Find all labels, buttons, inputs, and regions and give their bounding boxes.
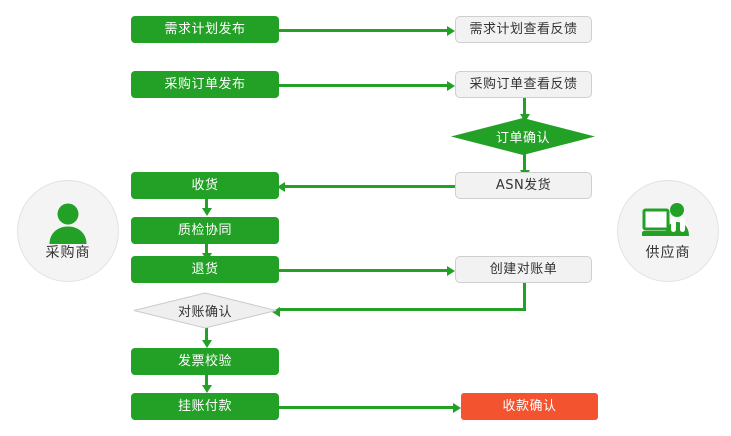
connector-payable-to-payment bbox=[277, 406, 455, 409]
connector-feedback-to-order-confirm bbox=[523, 98, 526, 116]
node-return-goods[interactable]: 退货 bbox=[131, 256, 279, 283]
actor-buyer[interactable]: 采购商 bbox=[17, 180, 119, 282]
connector-demand-plan bbox=[277, 29, 449, 32]
node-demand-plan-publish[interactable]: 需求计划发布 bbox=[131, 16, 279, 43]
node-label: 订单确认 bbox=[495, 131, 550, 146]
person-icon bbox=[49, 203, 87, 244]
arrowhead-payable bbox=[201, 385, 212, 393]
node-label: 创建对账单 bbox=[489, 262, 558, 277]
person-with-computer-icon bbox=[642, 203, 689, 236]
node-reconcile-confirm[interactable]: 对账确认 bbox=[133, 292, 277, 329]
arrowhead-statement bbox=[447, 265, 455, 276]
connector-order-confirm-to-asn bbox=[523, 154, 526, 172]
connector-purchase-order bbox=[277, 84, 449, 87]
node-payable-payment[interactable]: 挂账付款 bbox=[131, 393, 279, 420]
actor-supplier[interactable]: 供应商 bbox=[617, 180, 719, 282]
node-label: 发票校验 bbox=[177, 354, 232, 369]
diamond-shape bbox=[451, 118, 595, 155]
arrowhead-reconcile bbox=[272, 306, 280, 317]
node-quality-collaboration[interactable]: 质检协同 bbox=[131, 217, 279, 244]
node-asn-shipment[interactable]: ASN发货 bbox=[455, 172, 592, 199]
node-invoice-verify[interactable]: 发票校验 bbox=[131, 348, 279, 375]
connector-invoice-to-payable bbox=[205, 375, 208, 387]
node-label: 退货 bbox=[191, 262, 219, 277]
node-label: 质检协同 bbox=[177, 223, 232, 238]
diamond-shape bbox=[133, 292, 277, 329]
arrowhead-quality bbox=[201, 208, 212, 216]
connector-receipt-to-quality bbox=[205, 198, 208, 210]
arrowhead-invoice bbox=[201, 340, 212, 348]
connector-asn-to-receipt bbox=[285, 185, 457, 188]
node-label: 收货 bbox=[191, 178, 219, 193]
node-label: 需求计划发布 bbox=[164, 22, 246, 37]
connector-statement-to-reconcile bbox=[280, 308, 526, 311]
connector-quality-to-return bbox=[205, 243, 208, 255]
node-label: ASN发货 bbox=[495, 178, 552, 193]
arrowhead-receipt bbox=[277, 181, 285, 192]
node-label: 采购订单发布 bbox=[164, 77, 246, 92]
node-payment-confirm[interactable]: 收款确认 bbox=[461, 393, 598, 420]
connector-statement-drop bbox=[523, 283, 526, 311]
node-label: 对账确认 bbox=[177, 305, 232, 320]
node-create-statement[interactable]: 创建对账单 bbox=[455, 256, 592, 283]
arrowhead-purchase-order bbox=[447, 80, 455, 91]
node-goods-receipt[interactable]: 收货 bbox=[131, 172, 279, 199]
node-label: 挂账付款 bbox=[177, 399, 232, 414]
actor-supplier-label: 供应商 bbox=[645, 245, 691, 261]
connector-return-to-statement bbox=[277, 269, 449, 272]
node-label: 采购订单查看反馈 bbox=[469, 77, 578, 92]
node-purchase-order-publish[interactable]: 采购订单发布 bbox=[131, 71, 279, 98]
connector-reconcile-to-invoice bbox=[205, 328, 208, 342]
arrowhead-payment bbox=[453, 402, 461, 413]
node-demand-plan-feedback[interactable]: 需求计划查看反馈 bbox=[455, 16, 592, 43]
node-purchase-order-feedback[interactable]: 采购订单查看反馈 bbox=[455, 71, 592, 98]
node-order-confirm[interactable]: 订单确认 bbox=[451, 118, 595, 155]
actor-buyer-label: 采购商 bbox=[45, 245, 91, 261]
arrowhead-demand-plan bbox=[447, 25, 455, 36]
arrowhead-order-confirm bbox=[519, 114, 530, 122]
node-label: 收款确认 bbox=[502, 399, 557, 414]
node-label: 需求计划查看反馈 bbox=[469, 22, 578, 37]
